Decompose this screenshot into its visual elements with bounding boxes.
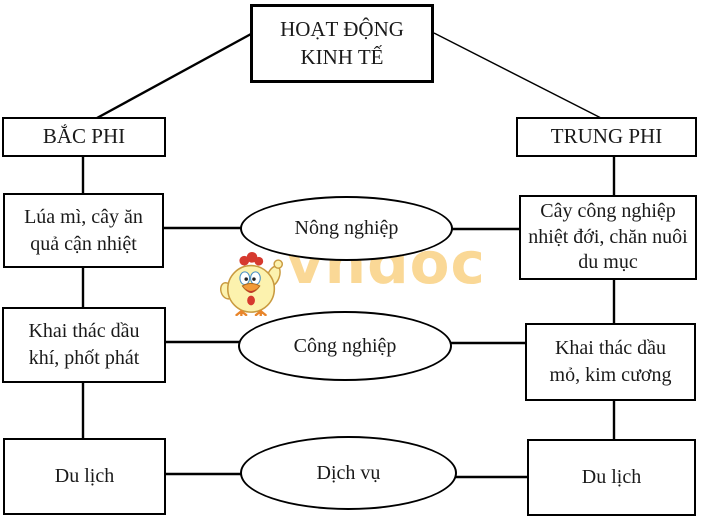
item-box-north-industry: Khai thác dầu khí, phốt phát xyxy=(2,307,166,383)
item-label: Khai thác dầu khí, phốt phát xyxy=(28,320,140,369)
region-label-north-africa: BẮC PHI xyxy=(42,124,126,149)
item-box-north-agriculture: Lúa mì, cây ăn quả cận nhiệt xyxy=(3,193,164,268)
diagram-title-box: HOẠT ĐỘNG KINH TẾ xyxy=(250,4,434,83)
sector-ellipse-industry: Công nghiệp xyxy=(238,311,452,381)
chicken-mascot-icon xyxy=(219,252,284,316)
item-label: Du lịch xyxy=(54,465,115,488)
item-label: Khai thác dầu mỏ, kim cương xyxy=(549,337,672,386)
item-box-central-industry: Khai thác dầu mỏ, kim cương xyxy=(525,323,696,401)
sector-ellipse-agriculture: Nông nghiệp xyxy=(240,196,453,261)
region-label-central-africa: TRUNG PHI xyxy=(550,124,663,149)
sector-ellipse-services: Dịch vụ xyxy=(240,436,457,510)
connector-title-to-central xyxy=(433,32,602,119)
region-box-north-africa: BẮC PHI xyxy=(2,117,166,157)
sector-label: Dịch vụ xyxy=(316,461,381,484)
item-box-central-agriculture: Cây công nghiệp nhiệt đới, chăn nuôi du … xyxy=(519,195,697,280)
item-box-north-services: Du lịch xyxy=(3,438,166,515)
sector-label: Nông nghiệp xyxy=(294,217,399,239)
item-box-central-services: Du lịch xyxy=(527,439,696,516)
item-label: Cây công nghiệp nhiệt đới, chăn nuôi du … xyxy=(528,200,688,274)
item-label: Du lịch xyxy=(581,466,642,489)
item-label: Lúa mì, cây ăn quả cận nhiệt xyxy=(24,205,143,255)
sector-label: Công nghiệp xyxy=(293,334,397,357)
connector-title-to-north xyxy=(96,32,252,120)
region-box-central-africa: TRUNG PHI xyxy=(516,117,697,157)
diagram-title: HOẠT ĐỘNG KINH TẾ xyxy=(280,16,404,69)
